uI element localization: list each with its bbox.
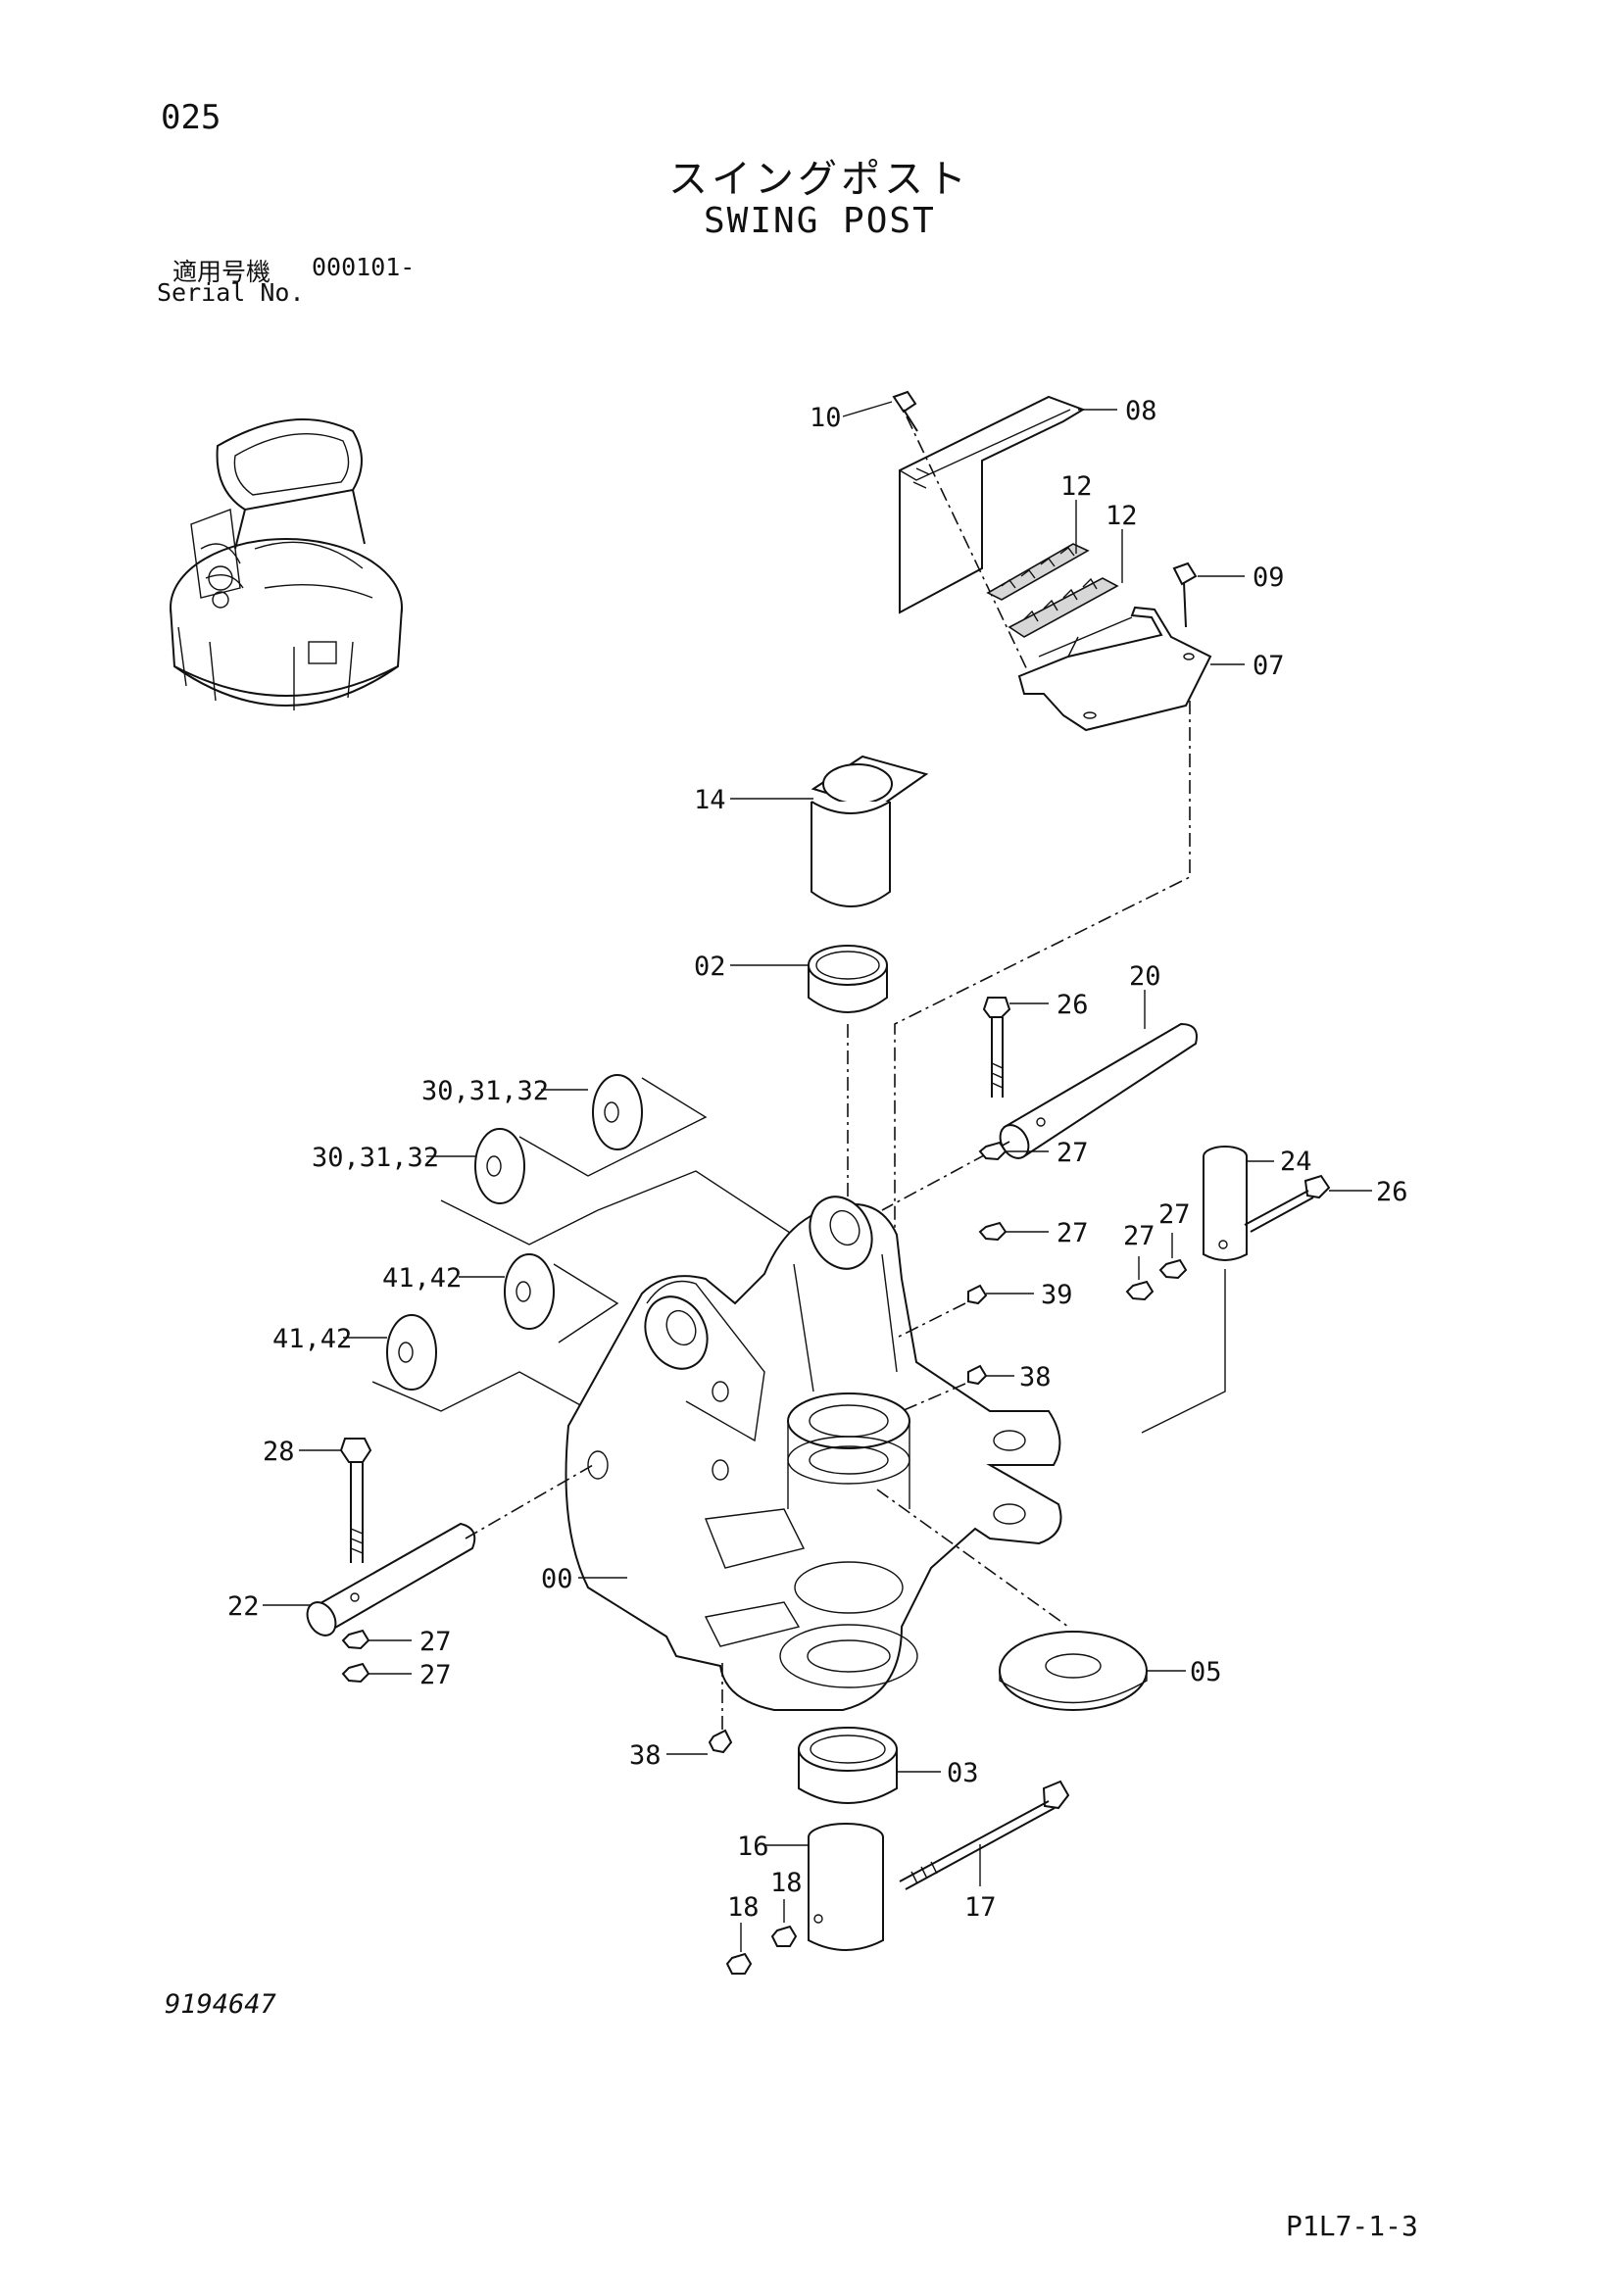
callout-07: 07 <box>1253 651 1285 681</box>
part-18-nut-a <box>770 1925 798 1947</box>
callout-27-c: 27 <box>1123 1221 1155 1251</box>
callout-18-b: 18 <box>727 1892 760 1923</box>
callout-38-upper: 38 <box>1019 1362 1052 1392</box>
title-japanese: スイングポスト <box>668 157 970 202</box>
callout-30-31-32-upper: 30,31,32 <box>421 1076 549 1106</box>
callout-20: 20 <box>1129 961 1161 992</box>
callout-10: 10 <box>810 403 842 433</box>
part-28-bolt <box>339 1438 372 1563</box>
part-18-nut-b <box>725 1952 753 1975</box>
part-39-grease-fitting <box>967 1284 988 1305</box>
part-41-42-washer-upper <box>504 1253 555 1330</box>
part-26-bolt-upper <box>982 997 1011 1098</box>
drawing-number: 9194647 <box>165 1989 276 2020</box>
callout-27-b: 27 <box>1057 1218 1089 1248</box>
callout-12-b: 12 <box>1106 501 1138 531</box>
callout-41-42-lower: 41,42 <box>272 1324 352 1354</box>
part-41-42-washer-lower <box>386 1314 437 1391</box>
callout-39: 39 <box>1041 1280 1073 1310</box>
sheet-code: P1L7-1-3 <box>1286 2210 1418 2242</box>
part-22-pin <box>306 1522 476 1637</box>
part-27-nut-upper-b <box>978 1221 1008 1242</box>
callout-28: 28 <box>263 1437 295 1467</box>
part-16-pin <box>808 1823 884 1951</box>
callout-03: 03 <box>947 1758 979 1788</box>
leader-lines <box>263 401 1372 1952</box>
page-number: 025 <box>161 98 221 137</box>
callout-38-lower: 38 <box>629 1740 662 1771</box>
callout-26-right: 26 <box>1376 1177 1408 1207</box>
serial-number-range: 000101- <box>312 253 416 281</box>
part-27-nut-right-b <box>1158 1258 1188 1280</box>
part-14-flanged-bushing <box>811 755 929 907</box>
part-02-bushing <box>808 945 888 1013</box>
part-27-nut-lower-b <box>341 1662 370 1684</box>
callout-24: 24 <box>1280 1147 1312 1177</box>
callout-16: 16 <box>737 1832 769 1862</box>
callout-27-f: 27 <box>419 1660 452 1690</box>
part-12-rubber-strip-upper <box>986 543 1090 601</box>
title-english: SWING POST <box>704 201 936 241</box>
part-27-nut-right-a <box>1125 1280 1155 1301</box>
callout-26-upper: 26 <box>1057 990 1089 1020</box>
part-38-grease-fitting-lower <box>708 1729 733 1754</box>
callout-08: 08 <box>1125 396 1157 426</box>
part-27-nut-lower-a <box>341 1629 370 1650</box>
part-27-nut-upper-a <box>978 1141 1008 1161</box>
part-24-pin <box>1203 1146 1248 1261</box>
part-12-rubber-strip-lower <box>1008 577 1119 638</box>
part-08-cover-plate <box>899 395 1086 614</box>
callout-27-a: 27 <box>1057 1138 1089 1168</box>
part-07-bracket <box>1017 606 1212 732</box>
serial-label-english: Serial No. <box>157 278 305 307</box>
callout-09: 09 <box>1253 562 1285 593</box>
part-00-swing-post-body <box>565 1196 1062 1711</box>
part-26-bolt-right <box>1244 1174 1331 1233</box>
part-17-bolt <box>899 1780 1070 1890</box>
part-03-bushing <box>798 1727 898 1804</box>
part-09-bolt <box>1172 562 1198 628</box>
callout-labels: 10 08 12 12 09 07 14 02 20 26 30,31,32 3… <box>227 396 1408 1923</box>
part-30-31-32-washer-lower <box>474 1128 525 1204</box>
callout-05: 05 <box>1190 1657 1222 1687</box>
callout-30-31-32-lower: 30,31,32 <box>312 1143 439 1173</box>
callout-22: 22 <box>227 1591 260 1622</box>
serial-label-japanese: 適用号機 <box>172 258 271 286</box>
callout-00: 00 <box>541 1564 573 1594</box>
machine-overview-illustration <box>170 418 403 710</box>
callout-18-a: 18 <box>770 1868 803 1898</box>
part-30-31-32-washer-upper <box>592 1074 643 1150</box>
callout-41-42-upper: 41,42 <box>382 1263 462 1294</box>
callout-27-d: 27 <box>1158 1199 1191 1230</box>
callout-02: 02 <box>694 952 726 982</box>
callout-14: 14 <box>694 785 726 815</box>
part-38-grease-fitting-upper <box>967 1364 988 1386</box>
part-10-bolt <box>892 390 918 432</box>
callout-17: 17 <box>964 1892 997 1923</box>
part-05-thrust-washer <box>999 1631 1148 1711</box>
callout-27-e: 27 <box>419 1627 452 1657</box>
callout-12-a: 12 <box>1060 471 1093 502</box>
part-20-pin <box>999 1022 1198 1159</box>
